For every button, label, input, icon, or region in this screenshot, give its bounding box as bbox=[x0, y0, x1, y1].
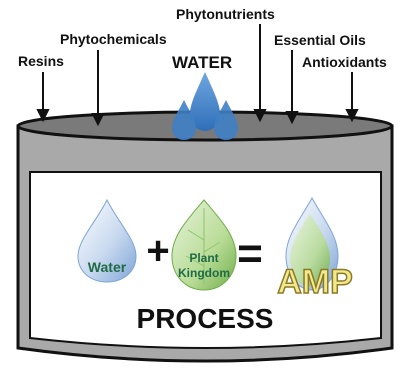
label-antioxidants: Antioxidants bbox=[302, 54, 387, 70]
label-phytochemicals: Phytochemicals bbox=[60, 31, 167, 47]
label-phytonutrients: Phytonutrients bbox=[176, 6, 275, 22]
water-drop-icon bbox=[77, 198, 137, 283]
plant-label-line1: Plant bbox=[189, 251, 218, 265]
plus-sign: + bbox=[146, 229, 169, 273]
input-arrows bbox=[36, 24, 359, 127]
label-water-top: WATER bbox=[172, 53, 232, 72]
equals-sign: = bbox=[237, 229, 263, 278]
amp-label: AMP bbox=[277, 263, 353, 301]
process-label: PROCESS bbox=[137, 303, 274, 334]
water-label: Water bbox=[88, 259, 127, 275]
water-flames-icon bbox=[172, 72, 238, 140]
label-essential-oils: Essential Oils bbox=[274, 32, 366, 48]
plant-leaf-icon bbox=[171, 199, 237, 291]
label-resins: Resins bbox=[18, 53, 64, 69]
amp-drop-icon bbox=[285, 196, 339, 291]
plant-label-line2: Kingdom bbox=[178, 266, 230, 280]
